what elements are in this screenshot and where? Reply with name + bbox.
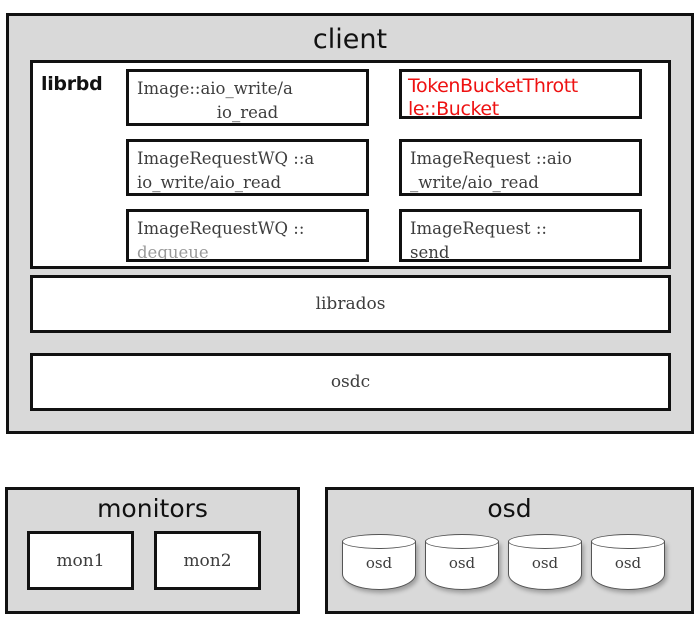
monitor-node-mon1-label: mon1 [56, 550, 105, 571]
osd-cylinder-3-label: osd [531, 554, 559, 572]
component-box-imagerequestwq-dequeue: ImageRequestWQ :: dequeue [126, 209, 369, 262]
component-box-imagerequestwq-aio-line1: ImageRequestWQ ::a [137, 149, 315, 168]
component-box-imagerequest-send-line1: ImageRequest :: [410, 219, 547, 238]
monitors-panel-title: monitors [97, 494, 208, 523]
component-box-imagerequestwq-aio: ImageRequestWQ ::a io_write/aio_read [126, 139, 369, 196]
librbd-label: librbd [41, 73, 103, 95]
cylinder-top-icon [508, 534, 582, 549]
osd-cylinder-4: osd [591, 534, 665, 590]
osd-panel-title: osd [487, 494, 532, 523]
osd-panel: osd osd osd osd osd [325, 487, 694, 614]
cylinder-top-icon [425, 534, 499, 549]
osdc-label: osdc [330, 372, 371, 392]
librados-box: librados [30, 275, 671, 333]
component-box-imagerequestwq-dequeue-line2: dequeue [137, 242, 209, 262]
monitor-node-mon2-label: mon2 [183, 550, 232, 571]
cylinder-top-icon [591, 534, 665, 549]
component-box-imagerequest-send-line2: send [410, 242, 450, 262]
cylinder-top-icon [342, 534, 416, 549]
osd-cylinder-1: osd [342, 534, 416, 590]
client-panel-title: client [312, 24, 388, 55]
component-box-imagerequestwq-dequeue-line1: ImageRequestWQ :: [137, 219, 305, 238]
monitor-node-mon1: mon1 [27, 531, 134, 590]
librbd-panel: librbd Image::aio_write/a io_read ImageR… [30, 60, 671, 269]
cylinder-body-icon [425, 541, 499, 590]
client-panel: client librbd Image::aio_write/a io_read… [6, 13, 694, 434]
component-box-tokenbucketthrottle-bucket-line1: TokenBucketThrott [408, 75, 578, 97]
component-box-imagerequest-aio: ImageRequest ::aio _write/aio_read [399, 139, 642, 196]
component-box-image-aio-line1: Image::aio_write/a [137, 79, 293, 98]
cylinder-body-icon [591, 541, 665, 590]
osd-cylinder-2: osd [425, 534, 499, 590]
component-box-tokenbucketthrottle-bucket-line2: le::Bucket [408, 97, 499, 119]
component-box-imagerequest-aio-line2: _write/aio_read [410, 172, 539, 192]
osd-cylinder-3: osd [508, 534, 582, 590]
component-box-image-aio-line2: io_read [216, 102, 279, 122]
component-box-image-aio: Image::aio_write/a io_read [126, 69, 369, 126]
cylinder-body-icon [342, 541, 416, 590]
component-box-imagerequest-aio-line1: ImageRequest ::aio [410, 149, 572, 168]
monitors-panel: monitors mon1 mon2 [5, 487, 300, 614]
osd-cylinder-4-label: osd [614, 554, 642, 572]
component-box-imagerequest-send: ImageRequest :: send [399, 209, 642, 262]
cylinder-body-icon [508, 541, 582, 590]
osd-cylinder-1-label: osd [365, 554, 393, 572]
osd-cylinder-2-label: osd [448, 554, 476, 572]
component-box-imagerequestwq-aio-line2: io_write/aio_read [137, 172, 282, 192]
osdc-box: osdc [30, 353, 671, 411]
librados-label: librados [315, 294, 386, 314]
component-box-tokenbucketthrottle-bucket: TokenBucketThrott le::Bucket [399, 69, 642, 119]
monitor-node-mon2: mon2 [154, 531, 261, 590]
